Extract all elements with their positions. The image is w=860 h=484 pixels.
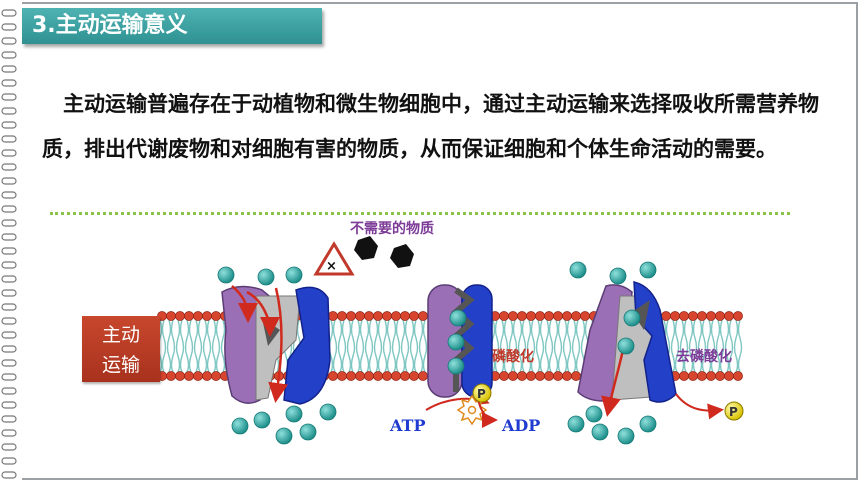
slide-border — [22, 2, 858, 480]
active-transport-label: 主动 运输 — [82, 316, 160, 382]
body-paragraph: 主动运输普遍存在于动植物和微生物细胞中，通过主动运输来选择吸收所需营养物质，排出… — [42, 92, 819, 161]
unwanted-substance-molecules — [354, 236, 414, 268]
phosphorylation-label: 磷酸化 — [492, 349, 534, 365]
transported-molecules — [217, 261, 657, 445]
notebook-spiral — [1, 9, 17, 479]
svg-text:P: P — [477, 387, 486, 401]
svg-text:P: P — [729, 405, 738, 419]
phosphate-group-icon: P — [472, 383, 492, 403]
atp-label: ATP — [390, 416, 426, 435]
adp-label: ADP — [502, 416, 541, 435]
warning-sign-icon: × — [313, 241, 355, 276]
svg-text:×: × — [326, 259, 337, 274]
side-label-line2: 运输 — [101, 354, 140, 376]
dotted-divider — [50, 212, 790, 215]
carrier-protein-open — [221, 285, 331, 405]
unwanted-substance-label: 不需要的物质 — [350, 221, 434, 237]
section-title: 3.主动运输意义 — [22, 8, 322, 44]
dephosphorylation-label: 去磷酸化 — [676, 349, 732, 365]
released-phosphate-icon: P — [724, 401, 744, 421]
side-label-line1: 主动 — [101, 324, 140, 346]
